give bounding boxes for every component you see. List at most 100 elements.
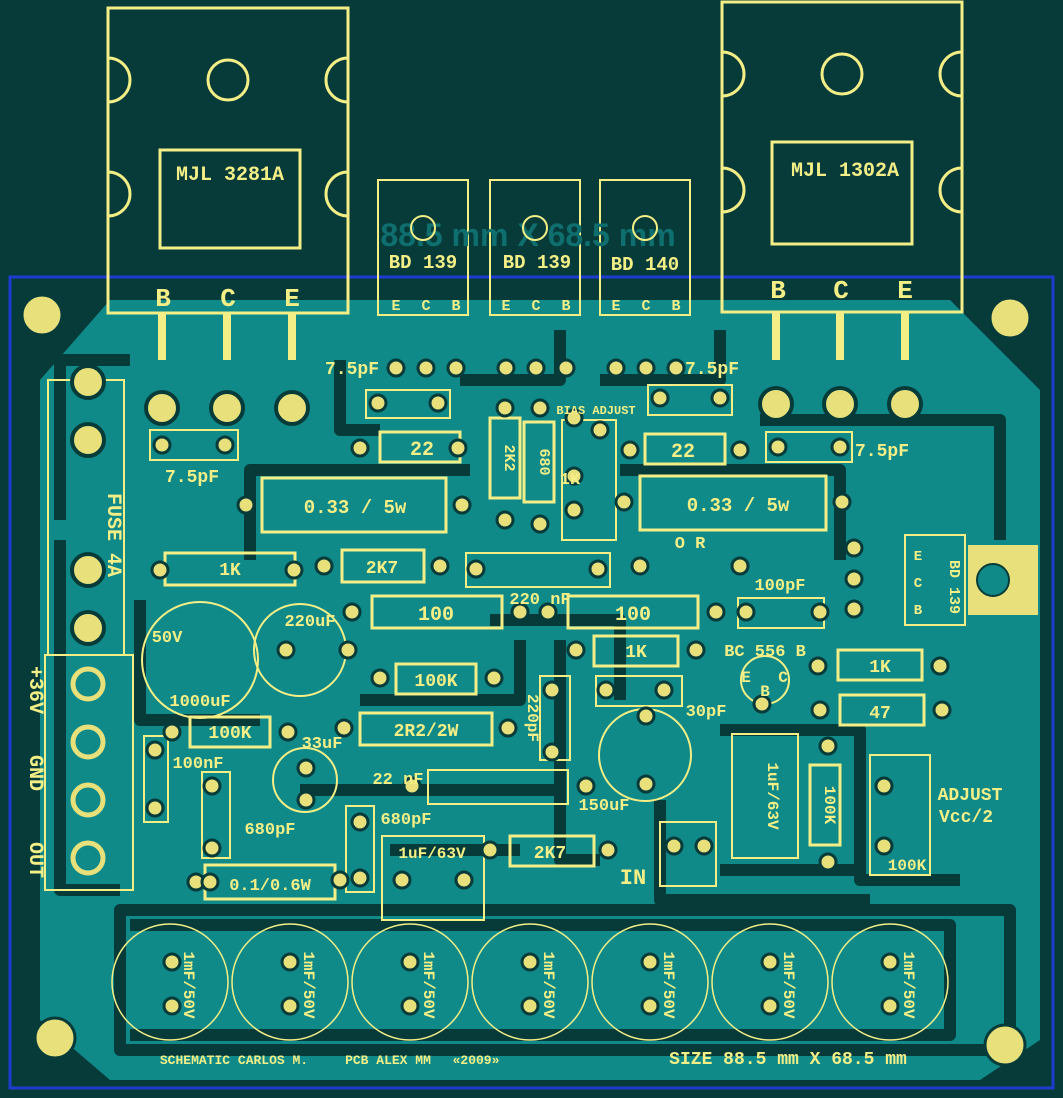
pad [144, 390, 180, 426]
pad [400, 996, 420, 1016]
label: 2R2/2W [394, 722, 459, 742]
pad [730, 556, 750, 576]
pin-label: C [833, 276, 849, 306]
label: BIAS ADJUST [556, 404, 635, 418]
pin-label: B [671, 298, 680, 315]
label: 33uF [302, 735, 343, 754]
pad [844, 599, 864, 619]
pad [400, 952, 420, 972]
pad [466, 559, 486, 579]
pad [832, 492, 852, 512]
label: BC 556 B [724, 643, 806, 662]
fuse-label: FUSE 4A [101, 493, 124, 577]
pad [498, 718, 518, 738]
pad [428, 393, 448, 413]
size-overlay: 88.5 mm X 68.5 mm [380, 217, 675, 253]
pad [932, 700, 952, 720]
pad [276, 640, 296, 660]
pad [145, 798, 165, 818]
pad [70, 610, 106, 646]
label: 1mF/50V [659, 951, 677, 1019]
label: 1uF/63V [398, 845, 466, 863]
label: O R [675, 535, 706, 554]
pin-label: C [220, 284, 236, 314]
pad [274, 390, 310, 426]
pad [538, 602, 558, 622]
pad [710, 388, 730, 408]
label: 100pF [754, 577, 805, 596]
pad [368, 393, 388, 413]
pin-label: E [284, 284, 300, 314]
label: 1mF/50V [779, 951, 797, 1019]
terminal-pad [70, 840, 106, 876]
pads [70, 358, 952, 1016]
pad [650, 388, 670, 408]
pad [564, 408, 584, 428]
transistor-label: BD 139 [503, 252, 571, 274]
pad [495, 510, 515, 530]
pad [566, 640, 586, 660]
label: 1K [869, 658, 891, 678]
pad [874, 776, 894, 796]
label: 1K [219, 561, 241, 581]
credit-schematic: SCHEMATIC CARLOS M. [160, 1053, 308, 1068]
pad [818, 736, 838, 756]
pad [430, 556, 450, 576]
pad [654, 680, 674, 700]
label: 1uF/63V [763, 762, 781, 830]
label: 7.5pF [855, 442, 909, 462]
pad [588, 559, 608, 579]
terminal-label: +36V [23, 666, 46, 714]
mounting-hole [20, 293, 64, 337]
pin-label: B [155, 284, 171, 314]
pad [386, 358, 406, 378]
pad [350, 812, 370, 832]
pad [822, 386, 858, 422]
credit-size: SIZE 88.5 mm X 68.5 mm [669, 1050, 907, 1070]
pad [564, 500, 584, 520]
pad [636, 358, 656, 378]
label: 680 [535, 448, 552, 475]
pad [564, 466, 584, 486]
pad [818, 852, 838, 872]
label: 1mF/50V [539, 951, 557, 1019]
label: 0.1/0.6W [229, 877, 311, 896]
label: 1mF/50V [419, 951, 437, 1019]
pin-label: C [641, 298, 650, 315]
transistor-label: BD 140 [611, 254, 679, 276]
pin-label: E [611, 298, 620, 315]
label: 7.5pF [165, 468, 219, 488]
label: 100K [414, 672, 457, 692]
transistor-label: MJL 1302A [791, 160, 899, 183]
mounting-hole [988, 296, 1032, 340]
transistor-label: MJL 3281A [176, 164, 284, 187]
mounting-hole [33, 1016, 77, 1060]
label: 47 [869, 704, 891, 724]
pad [454, 870, 474, 890]
label: 22 [410, 439, 434, 462]
label: 50V [152, 629, 183, 648]
label: 22 nF [372, 771, 423, 790]
pad [162, 952, 182, 972]
pad [402, 776, 422, 796]
label: Vcc/2 [939, 808, 993, 828]
pad [880, 952, 900, 972]
power-transistor-right [720, 0, 964, 360]
pad [215, 435, 235, 455]
pad [636, 706, 656, 726]
capacitor-outlines [141, 384, 931, 921]
label: 100nF [172, 755, 223, 774]
pad [598, 840, 618, 860]
pin-label: E [391, 298, 400, 315]
pad [520, 996, 540, 1016]
terminal-label: OUT [23, 842, 46, 878]
pad [666, 358, 686, 378]
pad [736, 602, 756, 622]
pad [392, 870, 412, 890]
transistor-symbols [410, 215, 658, 241]
pad [280, 996, 300, 1016]
pad [496, 358, 516, 378]
label: 22 [671, 441, 695, 464]
label: 100K [208, 724, 251, 744]
label: 1000uF [169, 693, 230, 712]
